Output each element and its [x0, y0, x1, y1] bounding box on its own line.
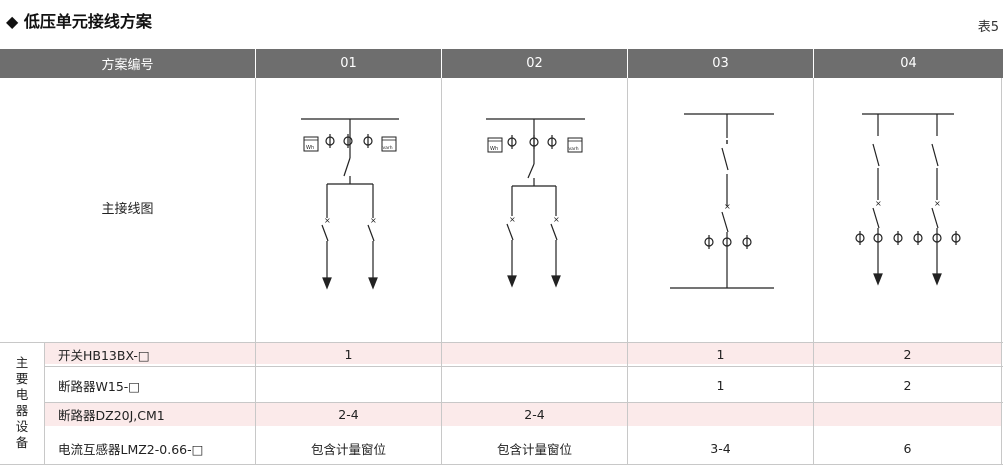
grid-line — [1001, 78, 1002, 464]
svg-text:×: × — [875, 199, 882, 208]
group-label-char: 主 — [15, 355, 29, 370]
grid-line — [255, 78, 256, 464]
cell-value — [442, 374, 627, 396]
group-label-char: 设 — [15, 419, 29, 434]
grid-line — [441, 78, 442, 464]
cell-value: 包含计量窗位 — [496, 441, 572, 457]
group-label-char: 器 — [15, 403, 29, 418]
group-label-char: 备 — [15, 435, 29, 450]
varh-meter-label: varh — [383, 145, 393, 151]
cell-value — [628, 403, 813, 425]
header-scheme-02: 02 — [442, 49, 627, 78]
group-label: 主 要 电 器 设 备 — [0, 344, 44, 462]
varh-meter-label: varh — [569, 146, 579, 152]
cell-value — [256, 374, 441, 396]
grid-line — [44, 402, 1003, 403]
cell-value: 1 — [716, 346, 725, 362]
cell-value: 3-4 — [710, 440, 731, 456]
header-scheme-01: 01 — [256, 49, 441, 78]
cell-value: 2 — [903, 346, 912, 362]
header-scheme-03: 03 — [628, 49, 813, 78]
grid-line — [627, 78, 628, 464]
header-scheme-no: 方案编号 — [0, 49, 255, 78]
row-bg-1 — [44, 342, 1002, 364]
page-title: ◆ 低压单元接线方案 — [6, 12, 152, 31]
grid-line — [44, 366, 1003, 367]
table-number: 表5 — [977, 20, 999, 35]
row-bg-3 — [44, 402, 1002, 426]
svg-text:×: × — [934, 199, 941, 208]
cell-value: 1 — [716, 377, 725, 393]
grid-line — [813, 78, 814, 464]
wiring-diagram-03: × — [670, 113, 774, 289]
cell-value: 6 — [903, 440, 912, 456]
group-label-char: 要 — [15, 371, 29, 386]
wh-meter-label: Wh — [490, 146, 498, 152]
cell-value: 包含计量窗位 — [310, 441, 386, 457]
row-label-switch: 开关HB13BX-□ — [58, 347, 150, 363]
svg-text:×: × — [370, 216, 377, 225]
cell-value: 1 — [344, 346, 353, 362]
grid-line — [44, 342, 45, 464]
svg-text:×: × — [553, 215, 560, 224]
wiring-diagram-01: Wh varh × × — [301, 118, 399, 290]
header-scheme-04: 04 — [814, 49, 1003, 78]
wiring-diagram-04: × × — [855, 113, 961, 286]
row-label-breaker-dz20j: 断路器DZ20J,CM1 — [58, 407, 165, 423]
row-label-current-transformer: 电流互感器LMZ2-0.66-□ — [58, 441, 204, 457]
cell-value: 2-4 — [338, 406, 359, 422]
cell-value — [814, 403, 1001, 425]
wh-meter-label: Wh — [306, 145, 314, 151]
svg-text:×: × — [324, 216, 331, 225]
svg-text:×: × — [724, 202, 731, 211]
cell-value: 2 — [903, 377, 912, 393]
group-label-char: 电 — [15, 387, 29, 402]
grid-line — [0, 342, 1003, 343]
diagram-row-label: 主接线图 — [101, 201, 154, 217]
wiring-diagram-02: Wh varh × × — [486, 118, 585, 288]
row-label-breaker-w15: 断路器W15-□ — [58, 378, 141, 394]
grid-line — [0, 464, 1003, 465]
cell-value — [442, 343, 627, 365]
svg-text:×: × — [509, 215, 516, 224]
cell-value: 2-4 — [524, 406, 545, 422]
